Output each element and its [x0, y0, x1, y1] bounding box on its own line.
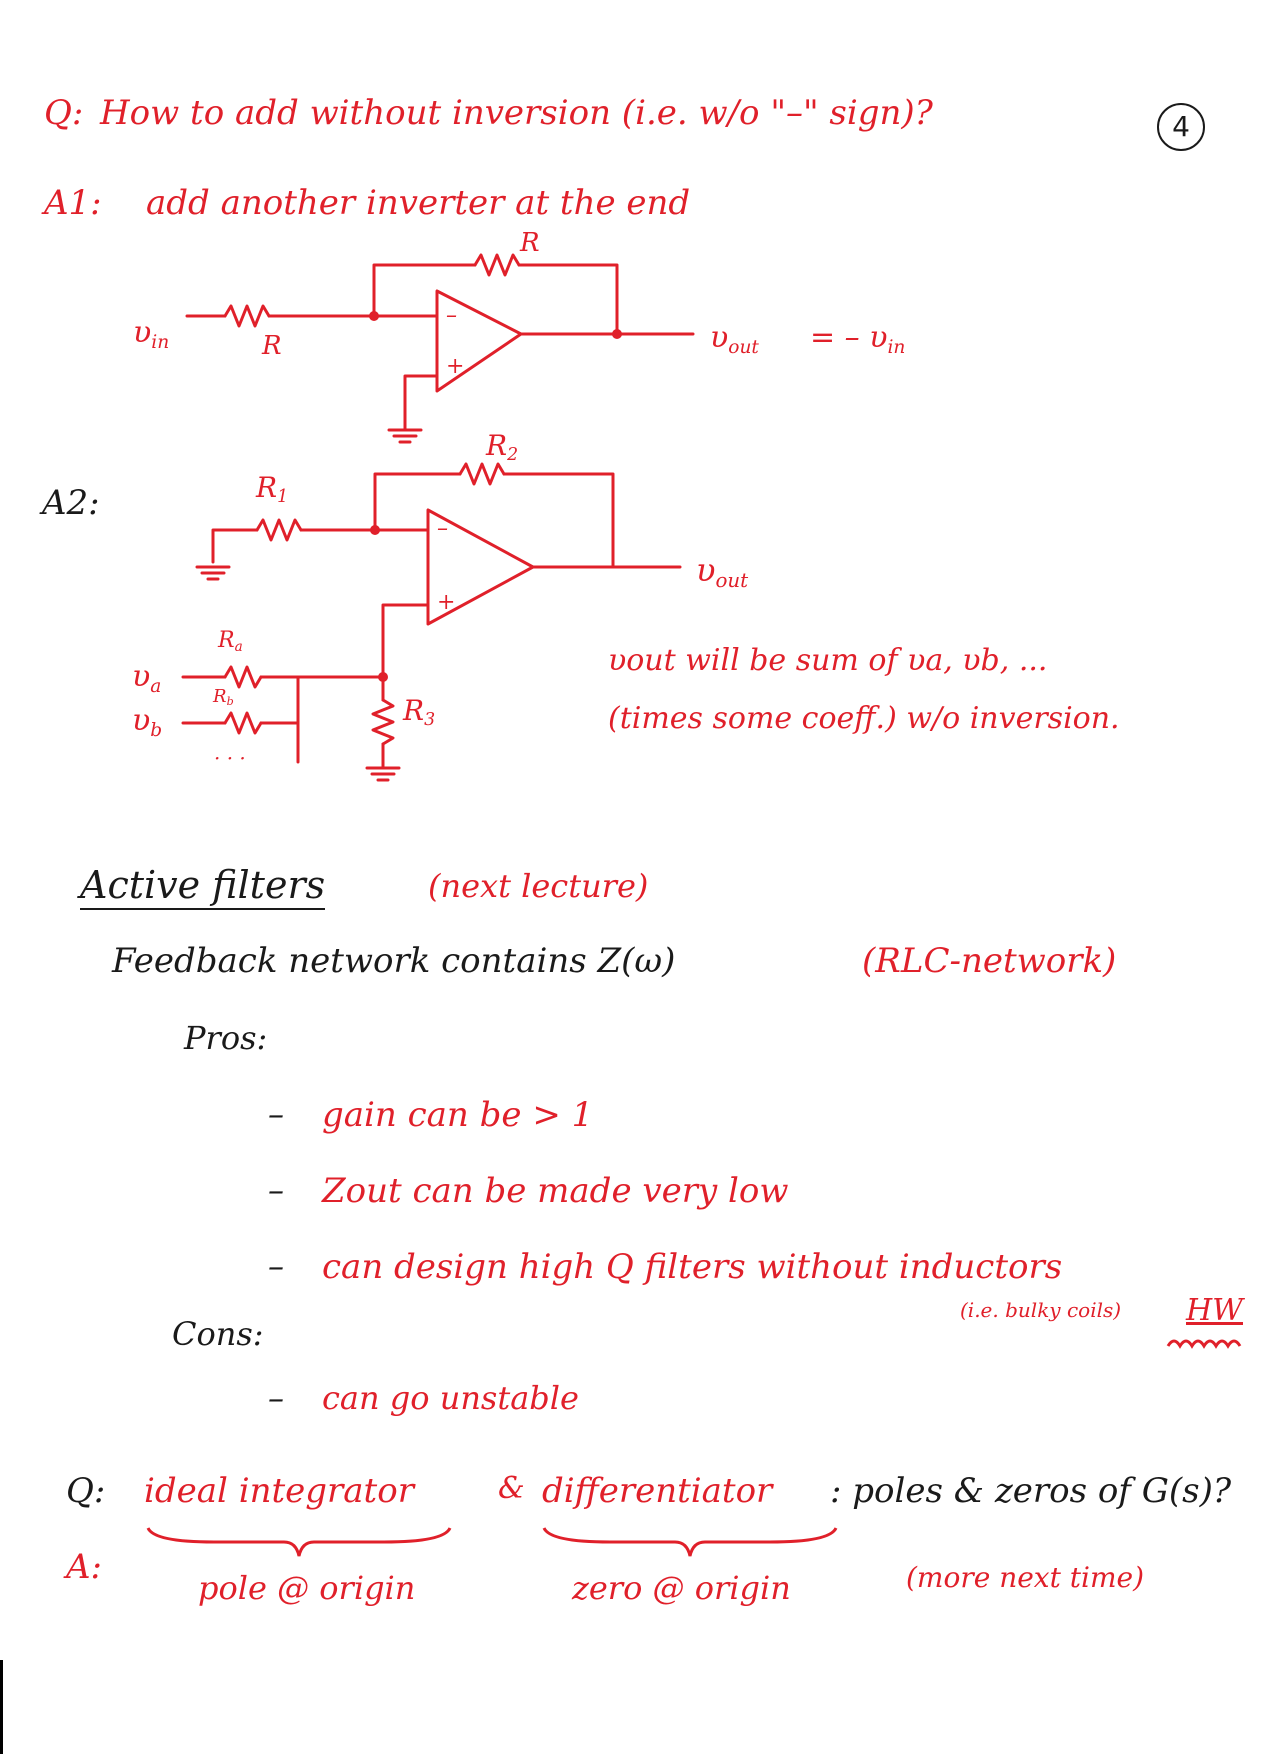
c1-feedback-resistor	[473, 253, 521, 277]
c1-input-resistor	[223, 304, 271, 328]
c2-vb-label: υb	[132, 703, 163, 741]
c2-r2-resistor	[458, 462, 506, 486]
c1-feedback-wire-left	[372, 263, 477, 318]
c1-opamp	[435, 289, 523, 393]
page-number: 4	[1157, 103, 1205, 151]
c1-noninverting-sign: +	[446, 354, 465, 379]
integrator-brace	[146, 1527, 452, 1557]
feedback-network-line: Feedback network contains Z(ω)	[112, 941, 676, 981]
pros-dash-1: –	[268, 1095, 284, 1133]
c1-inverting-sign: –	[446, 303, 457, 328]
question-1-label: Q:	[44, 93, 84, 133]
question-1-text: How to add without inversion (i.e. w/o "…	[100, 93, 933, 133]
question-2-differentiator: differentiator	[542, 1471, 773, 1511]
c1-input-resistor-label: R	[262, 331, 282, 361]
c2-note-line-1: υout will be sum of υa, υb, ...	[608, 643, 1048, 678]
c2-opamp	[426, 508, 535, 626]
answer-1-label: A1:	[44, 183, 102, 223]
pros-dash-2: –	[268, 1171, 284, 1209]
answer-2-differentiator: zero @ origin	[572, 1569, 791, 1607]
answer-2-label: A:	[66, 1547, 103, 1587]
differentiator-brace	[542, 1527, 838, 1557]
circuit-2	[181, 462, 682, 782]
pros-item-2: Zout can be made very low	[322, 1171, 789, 1211]
answer-2-note: (more next time)	[906, 1561, 1144, 1594]
feedback-network-note: (RLC-network)	[862, 941, 1117, 981]
cons-label: Cons:	[172, 1315, 264, 1353]
c2-r2-label: R2	[486, 429, 519, 466]
c1-junction-input	[369, 311, 379, 321]
c1-output-label: υout	[710, 320, 759, 358]
c2-r1-ground-wire	[211, 528, 259, 564]
answer-2-label: A2:	[42, 483, 100, 523]
c2-junction-input	[370, 525, 380, 535]
c2-feedback-wire-right	[502, 472, 615, 569]
scan-edge-mark	[0, 1660, 3, 1754]
pros-item-1: gain can be > 1	[322, 1095, 594, 1135]
c2-junction-plus	[378, 672, 388, 682]
c2-r3-resistor	[371, 698, 395, 746]
c1-ground-wire	[403, 374, 439, 432]
circuit-1	[185, 253, 695, 444]
c2-feedback-wire-left	[373, 472, 462, 532]
c2-ra-resistor	[223, 665, 263, 689]
c2-noninverting-sign: +	[437, 590, 456, 615]
c1-input-label: υin	[133, 315, 170, 353]
c2-plus-wire	[381, 603, 430, 679]
c2-inverting-sign: –	[437, 516, 448, 541]
cons-item-1: can go unstable	[322, 1379, 579, 1417]
pros-item-3-note: (i.e. bulky coils)	[960, 1298, 1122, 1322]
c1-junction-output	[612, 329, 622, 339]
pros-dash-3: –	[268, 1247, 284, 1285]
c2-ellipsis: · · ·	[214, 746, 246, 770]
cons-dash-1: –	[268, 1379, 284, 1417]
c1-feedback-resistor-label: R	[520, 228, 540, 258]
question-2-integrator: ideal integrator	[144, 1471, 414, 1511]
question-2-label: Q:	[66, 1471, 106, 1511]
c2-ra-label: Ra	[218, 628, 243, 656]
c2-note-line-2: (times some coeff.) w/o inversion.	[608, 701, 1120, 736]
c2-r1-resistor	[255, 518, 303, 542]
c2-va-label: υa	[132, 659, 162, 697]
hw-squiggle	[1166, 1339, 1242, 1349]
pros-item-3: can design high Q filters without induct…	[322, 1247, 1063, 1287]
c2-r3-label: R3	[403, 694, 436, 731]
answer-2-integrator: pole @ origin	[198, 1569, 416, 1607]
pros-label: Pros:	[184, 1019, 268, 1057]
c2-rb-label: Rb	[213, 686, 234, 709]
active-filters-note: (next lecture)	[428, 867, 649, 905]
c1-equation: = – υin	[810, 320, 906, 358]
question-2-tail: : poles & zeros of G(s)?	[830, 1471, 1232, 1511]
answer-1-text: add another inverter at the end	[146, 183, 691, 223]
c2-r1-label: R1	[256, 471, 289, 508]
c2-output-label: υout	[696, 551, 749, 592]
circuit-junctions	[369, 311, 622, 682]
question-2-and: &	[498, 1471, 525, 1506]
c2-rb-resistor	[223, 711, 263, 735]
active-filters-heading: Active filters	[80, 866, 326, 910]
hw-label: HW	[1186, 1293, 1243, 1328]
c1-feedback-wire-right	[517, 263, 619, 336]
